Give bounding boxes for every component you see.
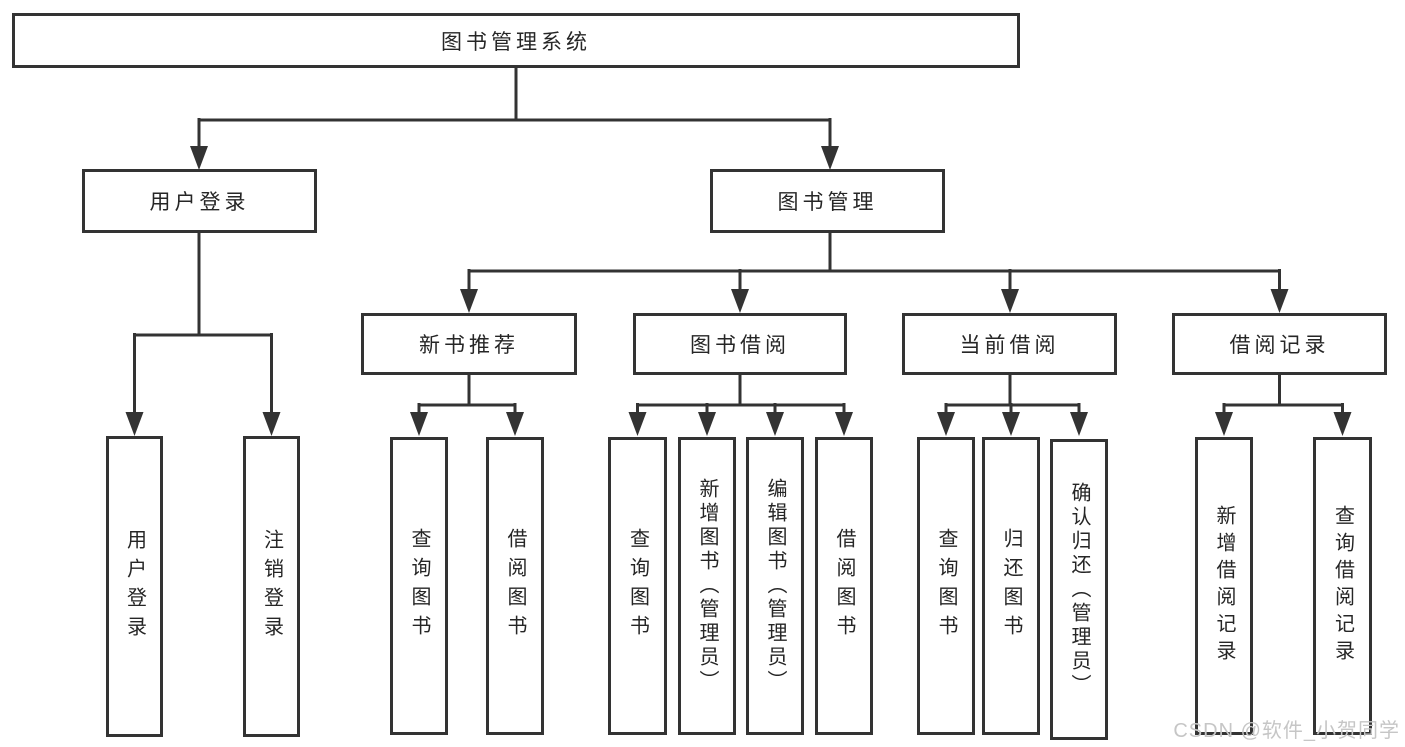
leaf-borrow-edit-book-admin: 编辑图书（管理员） bbox=[746, 437, 804, 735]
connector-recommend-to-leaves bbox=[410, 375, 524, 436]
leaf-current-confirm-return-admin: 确认归还（管理员） bbox=[1050, 439, 1108, 740]
node-new-book-recommend: 新书推荐 bbox=[361, 313, 577, 375]
leaf-borrow-query-book: 查询图书 bbox=[608, 437, 667, 735]
csdn-watermark: CSDN @软件_小贺同学 bbox=[1173, 720, 1400, 742]
connector-borrow-to-leaves bbox=[628, 375, 853, 436]
node-current-borrow: 当前借阅 bbox=[902, 313, 1117, 375]
node-root: 图书管理系统 bbox=[12, 13, 1020, 68]
connector-root-to-level2 bbox=[190, 68, 839, 170]
leaf-recommend-query-book: 查询图书 bbox=[390, 437, 448, 735]
leaf-current-query-book: 查询图书 bbox=[917, 437, 975, 735]
connector-current-to-leaves bbox=[937, 375, 1088, 436]
leaf-logout: 注销登录 bbox=[243, 436, 300, 737]
connector-login-to-leaves bbox=[125, 233, 281, 436]
leaf-record-add-record: 新增借阅记录 bbox=[1195, 437, 1253, 735]
node-book-management: 图书管理 bbox=[710, 169, 945, 233]
connector-record-to-leaves bbox=[1215, 375, 1352, 436]
leaf-borrow-add-book-admin: 新增图书（管理员） bbox=[678, 437, 736, 735]
leaf-recommend-borrow-book: 借阅图书 bbox=[486, 437, 544, 735]
node-borrow-record: 借阅记录 bbox=[1172, 313, 1387, 375]
leaf-record-query-record: 查询借阅记录 bbox=[1313, 437, 1372, 735]
node-user-login: 用户登录 bbox=[82, 169, 317, 233]
leaf-user-login: 用户登录 bbox=[106, 436, 163, 737]
leaf-current-return-book: 归还图书 bbox=[982, 437, 1040, 735]
leaf-borrow-borrow-book: 借阅图书 bbox=[815, 437, 873, 735]
node-book-borrow: 图书借阅 bbox=[633, 313, 847, 375]
connector-management-to-level3 bbox=[460, 233, 1289, 313]
